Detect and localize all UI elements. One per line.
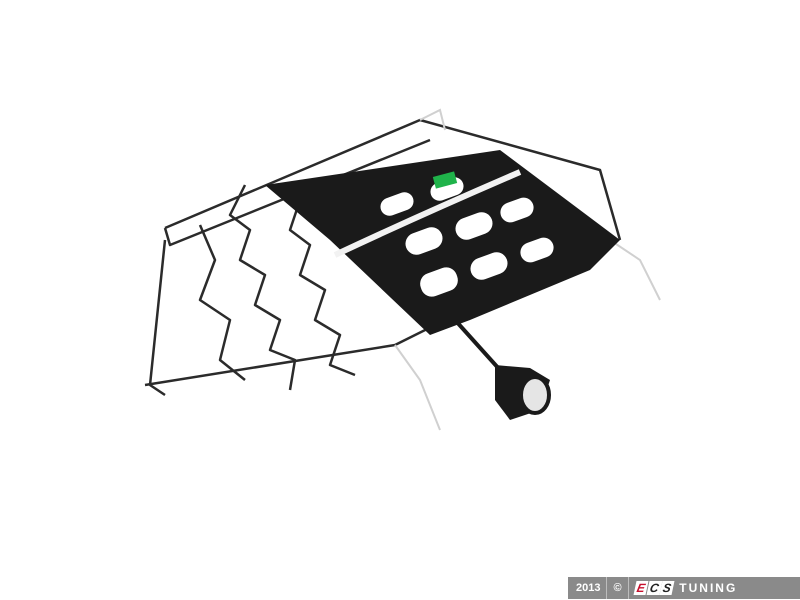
brand-suffix: TUNING	[679, 581, 738, 595]
watermark-year: 2013	[568, 577, 608, 599]
brand-letter-s: S	[659, 581, 675, 595]
lumbar-panel	[265, 150, 620, 335]
copyright-icon: ©	[607, 577, 629, 599]
adjuster	[453, 318, 551, 420]
